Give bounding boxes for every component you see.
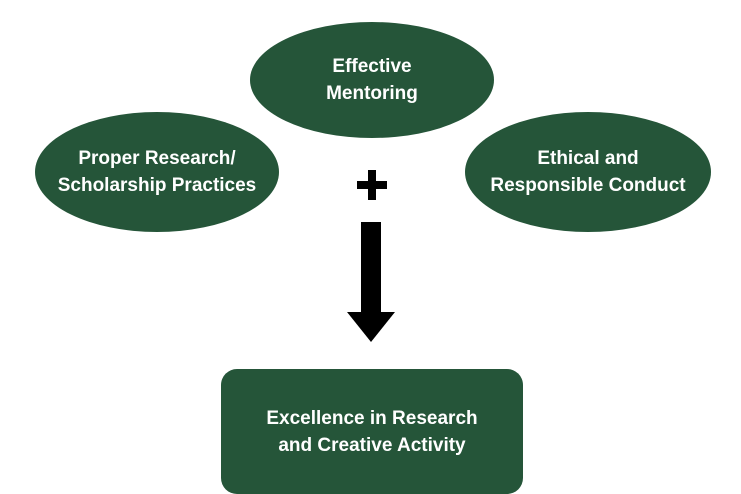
excellence-outcome-label: Excellence in Research and Creative Acti… bbox=[266, 407, 478, 456]
ethical-conduct-node: Ethical and Responsible Conduct bbox=[465, 112, 711, 232]
down-arrow-icon bbox=[347, 222, 395, 342]
plus-icon bbox=[357, 170, 387, 200]
effective-mentoring-node: Effective Mentoring bbox=[250, 22, 494, 138]
excellence-outcome-node: Excellence in Research and Creative Acti… bbox=[221, 369, 523, 494]
research-practices-node: Proper Research/ Scholarship Practices bbox=[35, 112, 279, 232]
effective-mentoring-label: Effective Mentoring bbox=[326, 56, 418, 104]
ethical-conduct-label: Ethical and Responsible Conduct bbox=[490, 148, 686, 196]
research-practices-label: Proper Research/ Scholarship Practices bbox=[57, 148, 257, 196]
